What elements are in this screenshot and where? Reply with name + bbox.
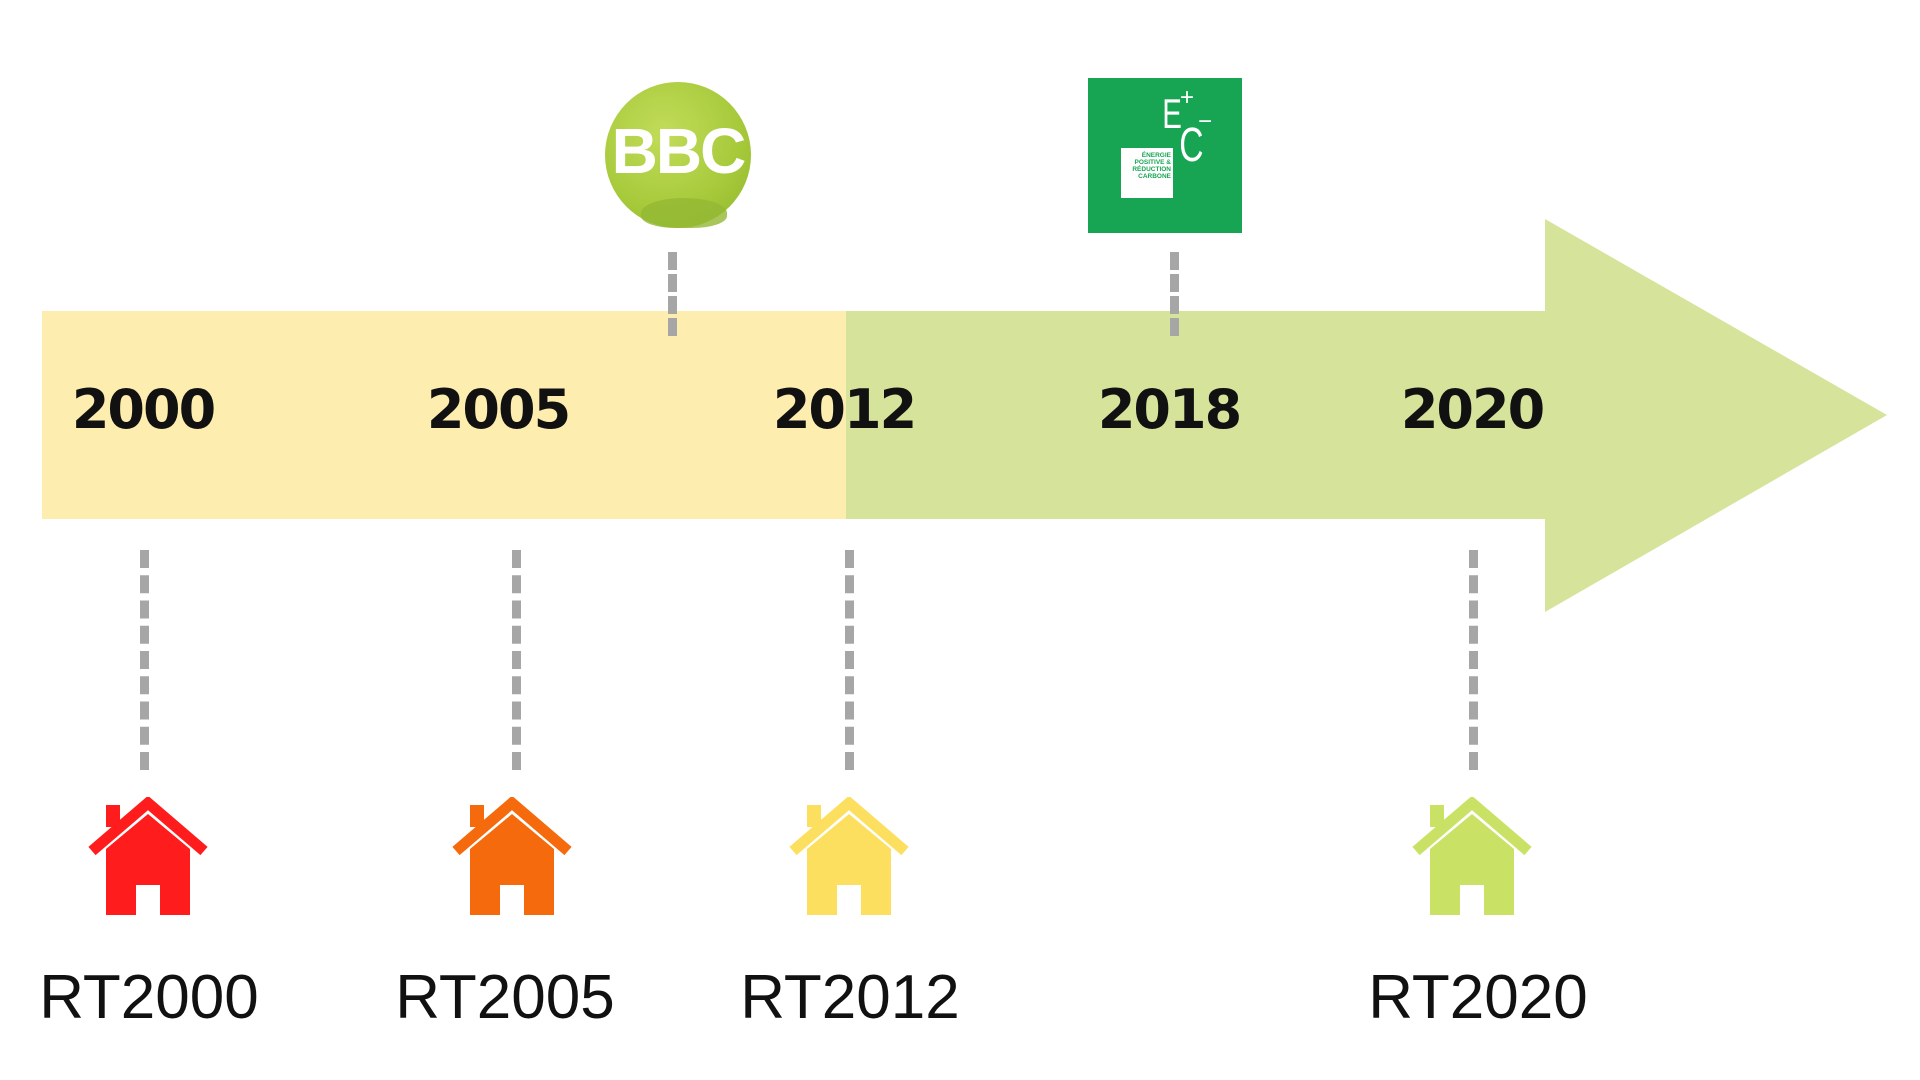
connector-rt2000: [140, 550, 149, 770]
ec-minus: −: [1198, 108, 1213, 135]
label-rt2012: RT2012: [740, 963, 960, 1032]
connector-rt2012: [845, 550, 854, 770]
e-plus-c-minus-logo: ÉNERGIE POSITIVE & RÉDUCTION CARBONE E +…: [1088, 78, 1242, 233]
ec-caption-line: POSITIVE &: [1134, 159, 1171, 166]
ec-letter-e: E: [1162, 90, 1182, 137]
house-icon-rt2005: [452, 797, 572, 915]
timeline-bar-early: [42, 311, 846, 519]
ec-letter-c: C: [1179, 119, 1204, 172]
year-2020: 2020: [1400, 378, 1545, 441]
connector-rt2020: [1469, 550, 1478, 770]
ec-white-box: ÉNERGIE POSITIVE & RÉDUCTION CARBONE: [1121, 148, 1173, 198]
label-rt2005: RT2005: [395, 963, 615, 1032]
bbc-logo: BBC: [605, 82, 751, 228]
bbc-logo-text: BBC: [611, 115, 747, 187]
connector-rt2005: [512, 550, 521, 770]
label-rt2000: RT2000: [39, 963, 259, 1032]
year-2005: 2005: [426, 378, 571, 441]
year-2018: 2018: [1097, 378, 1242, 441]
timeline-bar-late: [846, 219, 1887, 612]
label-rt2020: RT2020: [1368, 963, 1588, 1032]
leaf-icon: [641, 198, 727, 228]
year-2000: 2000: [71, 378, 216, 441]
house-icon-rt2020: [1412, 797, 1532, 915]
connector-bbc: [668, 252, 677, 336]
house-icon-rt2000: [88, 797, 208, 915]
ec-caption-line: ÉNERGIE: [1141, 152, 1171, 159]
ec-caption-line: CARBONE: [1138, 173, 1171, 180]
house-icon-rt2012: [789, 797, 909, 915]
ec-caption-line: RÉDUCTION: [1132, 166, 1171, 173]
connector-ec: [1170, 252, 1179, 336]
year-2012: 2012: [772, 378, 917, 441]
ec-plus: +: [1180, 84, 1195, 111]
